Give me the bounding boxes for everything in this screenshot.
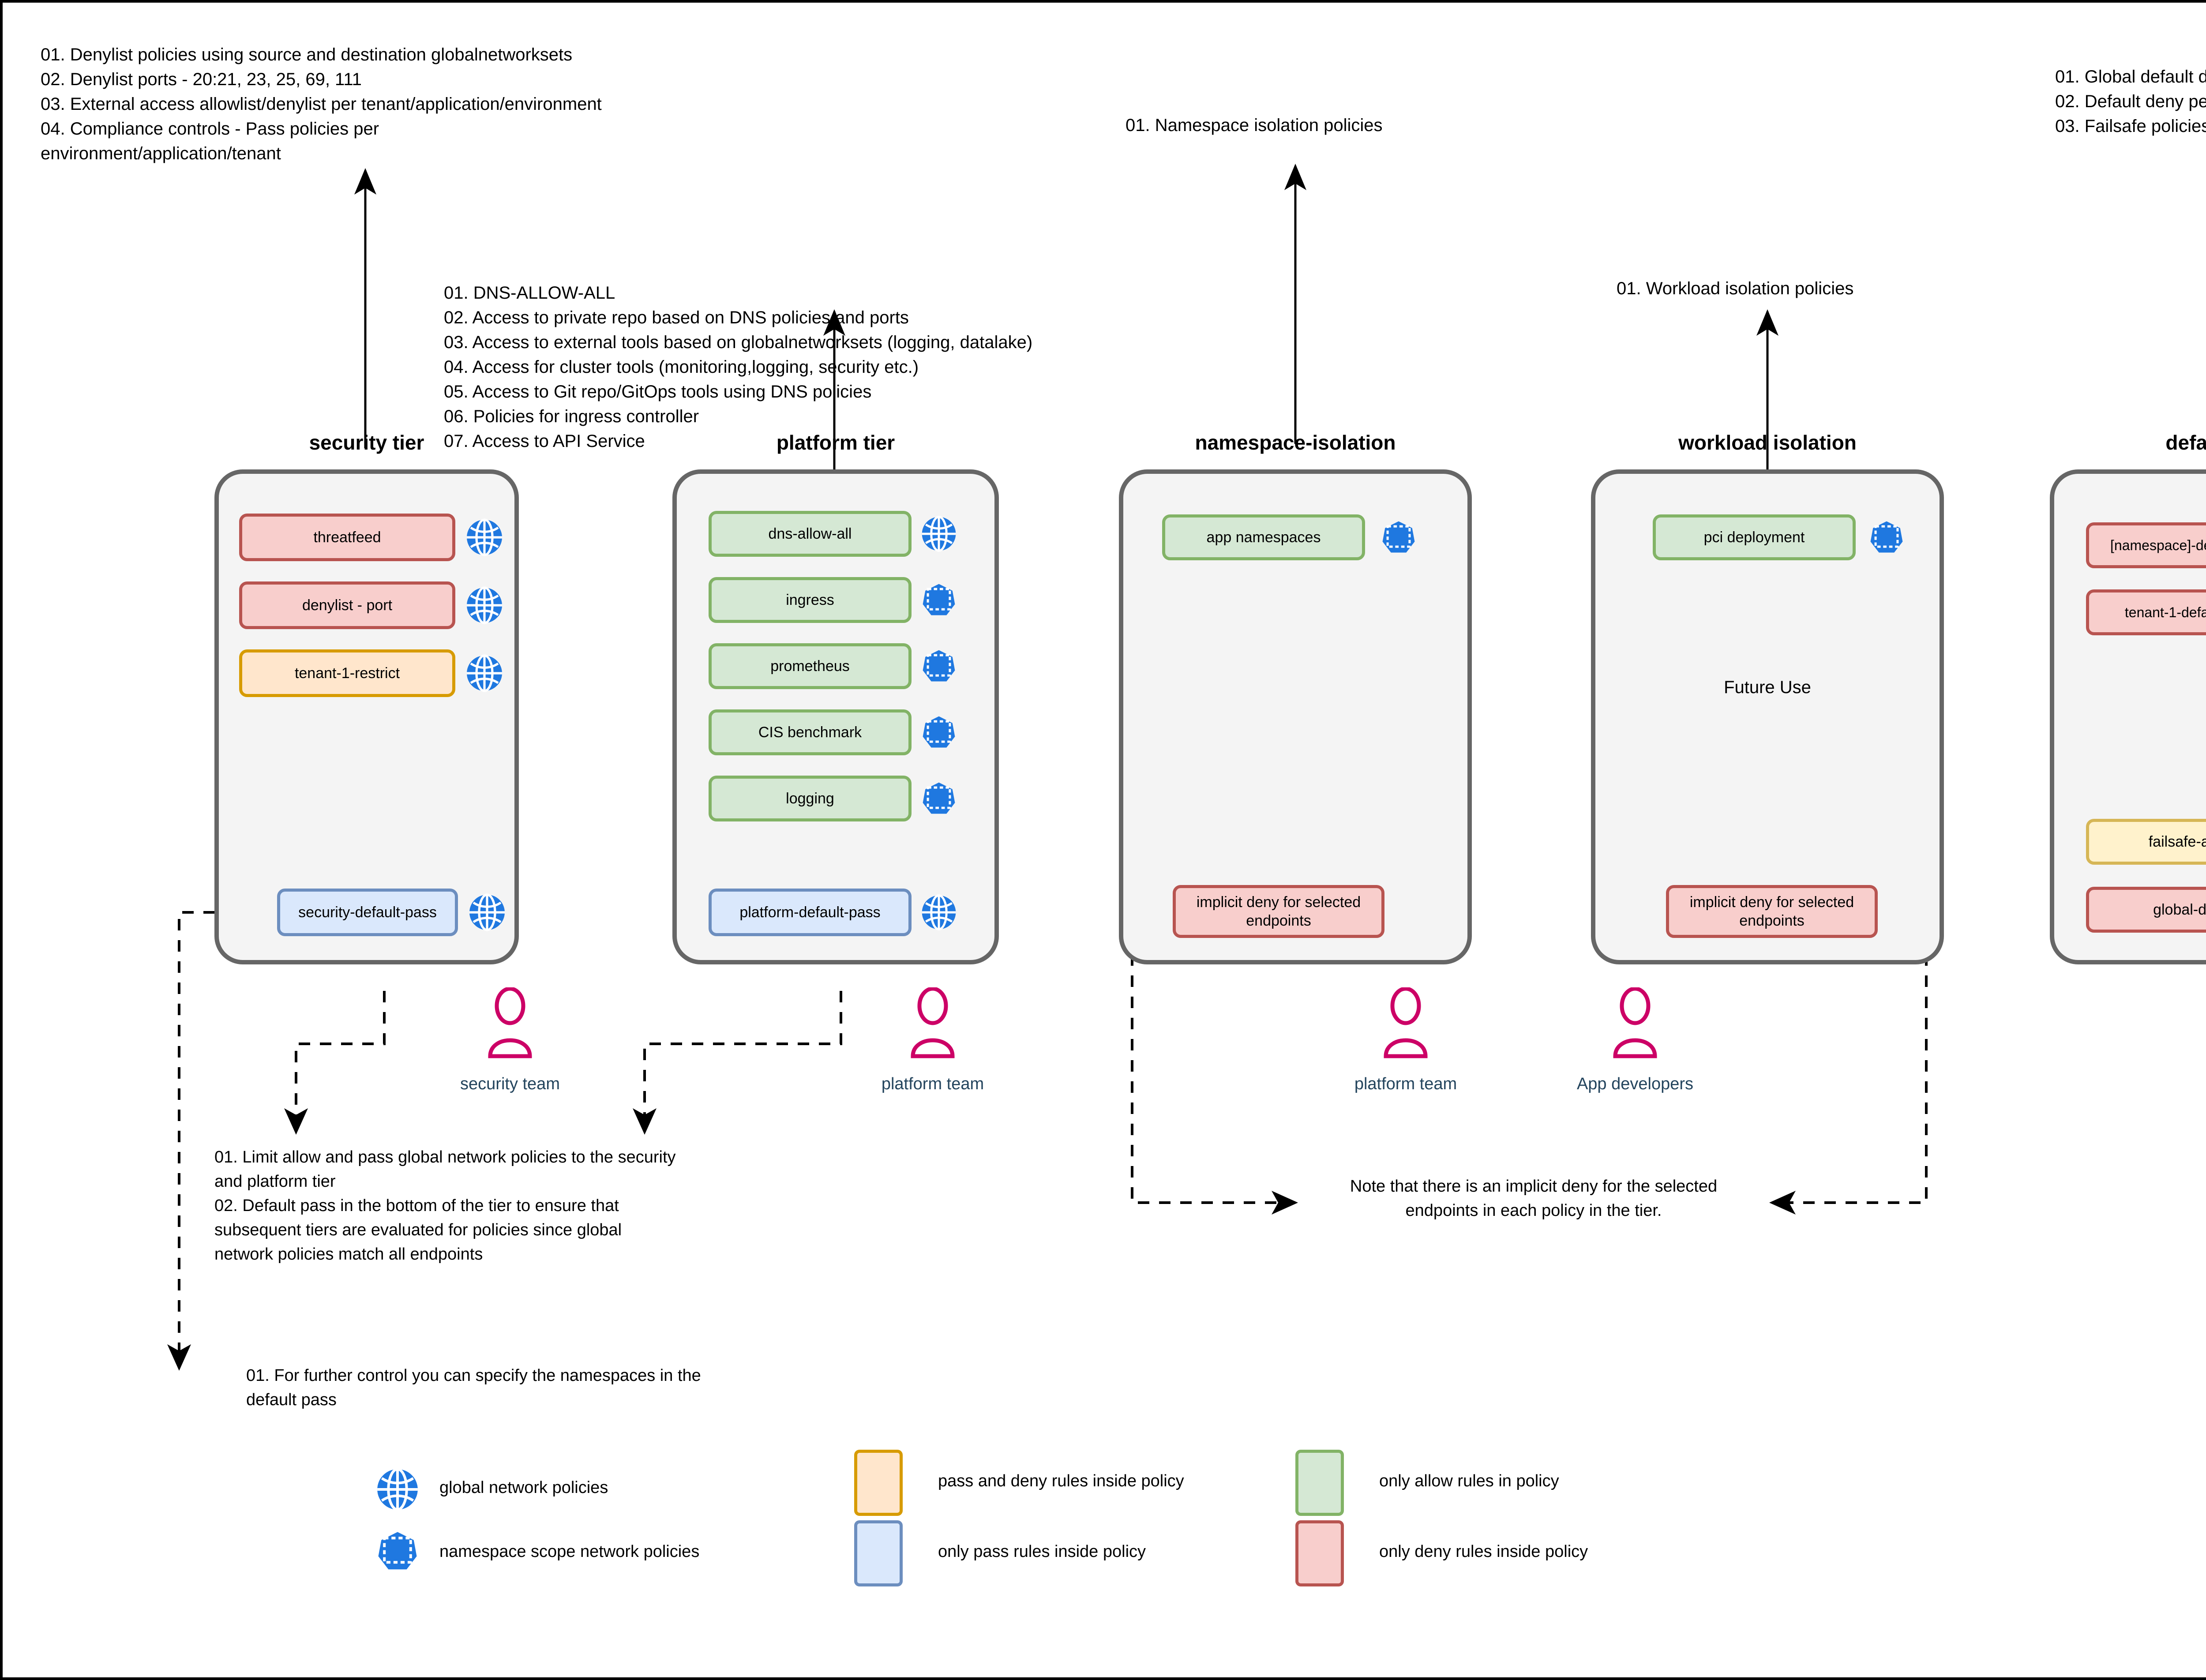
legend-namespace-scope-icon [378,1532,417,1570]
policy-row[interactable]: denylist - port [239,581,506,629]
legend-label-only-allow-rules: only allow rules in policy [1379,1472,1559,1490]
policy-implicit-deny-namespace[interactable]: implicit deny for selected endpoints [1173,885,1384,938]
team-label-platform-1: platform team [881,1075,984,1093]
policy-global-deny[interactable]: global-deny [2086,887,2206,933]
tier-namespace-isolation: namespace-isolation [1119,431,1472,454]
namespace-scope-icon [923,584,955,615]
legend-globe-icon [377,1468,418,1511]
tier-default: default tier [2050,431,2206,454]
policy-row[interactable]: [namespace]-default-deny [2086,522,2206,568]
avatar-platform-team [911,987,955,1058]
policy-pci-deployment[interactable]: pci deployment [1653,514,1856,560]
namespace-isolation-annotations: 01. Namespace isolation policies [1126,116,1383,135]
policy-implicit-deny-workload[interactable]: implicit deny for selected endpoints [1666,885,1878,938]
policy-ingress[interactable]: ingress [709,577,912,623]
tier-workload-isolation: workload isolation [1591,431,1944,454]
policy-denylist-port[interactable]: denylist - port [239,581,455,629]
policy-tenant-1-restrict[interactable]: tenant-1-restrict [239,649,455,697]
namespace-scope-icon [923,716,955,748]
tier-title-default: default tier [2165,431,2206,454]
namespace-scope-icon [1870,521,1903,553]
future-use-text: Future Use [1724,678,1811,697]
legend-swatch-pass-and-deny [854,1450,903,1516]
avatar-app-developers [1613,987,1657,1058]
legend-swatch-only-deny [1295,1520,1344,1586]
policy-tenant-1-default-deny[interactable]: tenant-1-default-deny [2086,589,2206,635]
policy-app-namespaces[interactable]: app namespaces [1162,514,1365,560]
tier-title-workload-isolation: workload isolation [1678,431,1857,454]
security-tier-annotations: 01. Denylist policies using source and d… [41,45,602,163]
policy-row[interactable]: CIS benchmark [709,709,959,755]
namespace-scope-icon [923,650,955,682]
tier-title-security: security tier [309,431,424,454]
policy-row[interactable]: implicit deny for selected endpoints [1173,885,1384,938]
globe-icon [467,654,502,692]
policy-row[interactable]: dns-allow-all [709,511,959,557]
policy-row[interactable]: ingress [709,577,959,623]
legend-label-namespace-scope-network-policies: namespace scope network policies [439,1542,700,1561]
policy-row[interactable]: logging [709,776,959,821]
policy-logging[interactable]: logging [709,776,912,821]
policy-row[interactable]: implicit deny for selected endpoints [1666,885,1878,938]
platform-tier-annotations: 01. DNS-ALLOW-ALL 02. Access to private … [444,283,1033,451]
legend-swatch-only-allow [1295,1450,1344,1516]
legend-label-pass-and-deny-rules: pass and deny rules inside policy [938,1472,1184,1490]
global-policy-guidance-note: 01. Limit allow and pass global network … [214,1148,676,1264]
policy-security-default-pass[interactable]: security-default-pass [277,889,458,936]
legend-label-only-deny-rules: only deny rules inside policy [1379,1542,1588,1561]
team-label-app-developers: App developers [1576,1075,1694,1093]
policy-row[interactable]: threatfeed [239,514,506,561]
policy-row[interactable]: failsafe-allow [2086,819,2206,865]
policy-platform-default-pass[interactable]: platform-default-pass [709,889,912,936]
policy-threatfeed[interactable]: threatfeed [239,514,455,561]
policy-row[interactable]: tenant-1-restrict [239,649,506,697]
policy-row[interactable]: security-default-pass [277,889,508,936]
policy-namespace-default-deny[interactable]: [namespace]-default-deny [2086,522,2206,568]
policy-prometheus[interactable]: prometheus [709,643,912,689]
globe-icon [469,893,505,931]
avatar-platform-team-2 [1384,987,1428,1058]
policy-row[interactable]: tenant-1-default-deny [2086,589,2206,635]
globe-icon [467,586,502,624]
workload-isolation-annotations: 01. Workload isolation policies [1617,279,1854,298]
avatar-security-team [488,987,532,1058]
team-label-security-1: security team [460,1075,560,1093]
policy-dns-allow-all[interactable]: dns-allow-all [709,511,912,557]
policy-row[interactable]: pci deployment [1653,514,1907,560]
default-pass-namespace-note: 01. For further control you can specify … [246,1366,701,1410]
legend-swatch-only-pass [854,1520,903,1586]
globe-icon [922,894,956,930]
legend-label-global-network-policies: global network policies [439,1478,608,1497]
implicit-deny-note: Note that there is an implicit deny for … [1350,1177,1718,1220]
legend-label-only-pass-rules: only pass rules inside policy [938,1542,1146,1561]
globe-icon [922,516,956,552]
policy-failsafe-allow[interactable]: failsafe-allow [2086,819,2206,865]
policy-row[interactable]: global-deny [2086,887,2206,933]
policy-row[interactable]: app namespaces [1162,514,1419,560]
default-tier-annotations: 01. Global default deny 02. Default deny… [2055,67,2206,136]
tier-security: security tier [214,431,519,454]
policy-row[interactable]: prometheus [709,643,959,689]
globe-icon [467,518,502,556]
namespace-scope-icon [1382,521,1415,553]
tier-title-namespace-isolation: namespace-isolation [1195,431,1396,454]
namespace-scope-icon [923,782,955,814]
tier-title-platform: platform tier [776,431,895,454]
policy-row[interactable]: platform-default-pass [709,889,959,936]
tier-platform: platform tier [672,431,999,454]
team-label-platform-2: platform team [1354,1075,1457,1093]
policy-cis-benchmark[interactable]: CIS benchmark [709,709,912,755]
